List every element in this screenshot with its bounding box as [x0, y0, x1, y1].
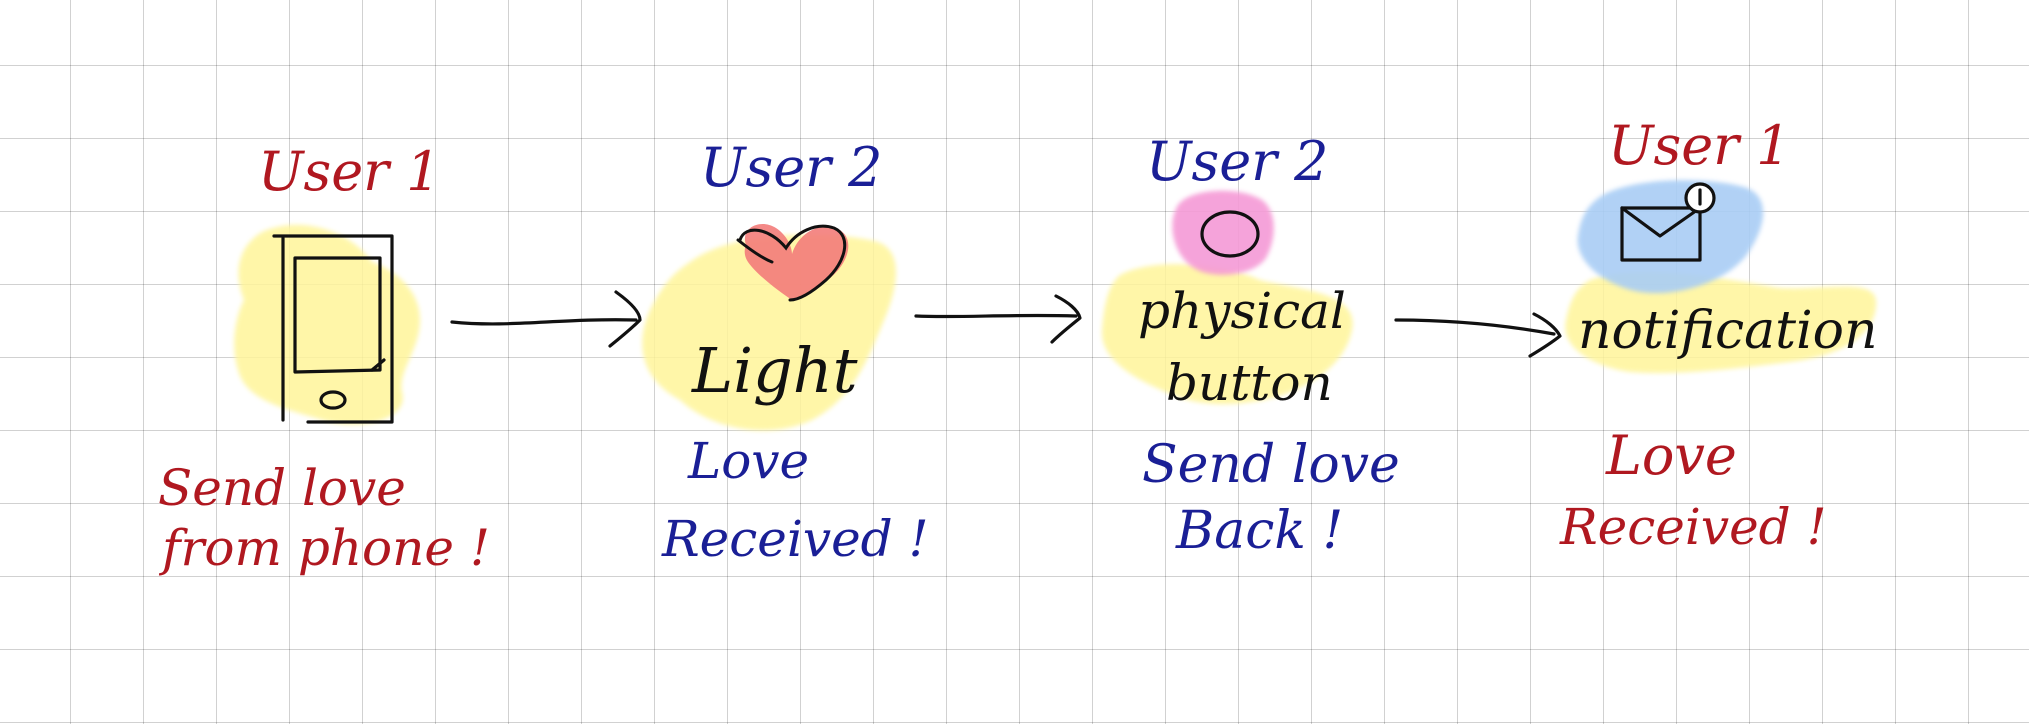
phone-icon: [272, 234, 394, 424]
highlight-blue-notification: [1577, 180, 1764, 294]
step-3-user-label: User 2: [1146, 130, 1329, 193]
step-3-device-label-line2: button: [1166, 354, 1333, 412]
step-1-caption-line1: Send love: [158, 459, 406, 517]
button-icon: [1200, 210, 1260, 258]
arrow-2-to-3: [914, 294, 1082, 344]
arrow-3-to-4: [1394, 312, 1562, 358]
step-1-caption-line2: from phone !: [158, 519, 490, 577]
step-2: User 2 Light Love Received !: [642, 136, 929, 568]
highlight-yellow-light: [642, 234, 896, 431]
highlight-pink-button: [1172, 190, 1274, 275]
step-4-caption-line2: Received !: [1559, 498, 1827, 556]
step-2-caption-line1: Love: [687, 432, 809, 490]
step-1: User 1 Send love from phone !: [158, 140, 490, 577]
step-1-user-label: User 1: [258, 140, 441, 203]
mail-notification-icon: [1620, 182, 1716, 262]
step-3-caption-line1: Send love: [1142, 435, 1400, 495]
step-4-device-label: notification: [1578, 301, 1877, 361]
highlight-yellow-button: [1101, 264, 1353, 405]
step-3: User 2 physical button Send love Back !: [1101, 130, 1400, 561]
step-3-device-label-line1: physical: [1138, 282, 1346, 340]
highlight-yellow-notification: [1565, 271, 1877, 374]
step-2-caption-line2: Received !: [661, 510, 929, 568]
arrow-1-to-2: [450, 290, 642, 348]
heart-icon: [736, 224, 849, 302]
step-2-user-label: User 2: [700, 136, 883, 199]
highlight-yellow-phone: [234, 224, 420, 425]
step-2-device-label: Light: [691, 334, 858, 407]
step-4-caption-line1: Love: [1605, 424, 1737, 487]
step-3-caption-line2: Back !: [1175, 501, 1343, 561]
step-4: User 1 notification Love Received !: [1559, 114, 1877, 556]
step-4-user-label: User 1: [1608, 114, 1791, 177]
